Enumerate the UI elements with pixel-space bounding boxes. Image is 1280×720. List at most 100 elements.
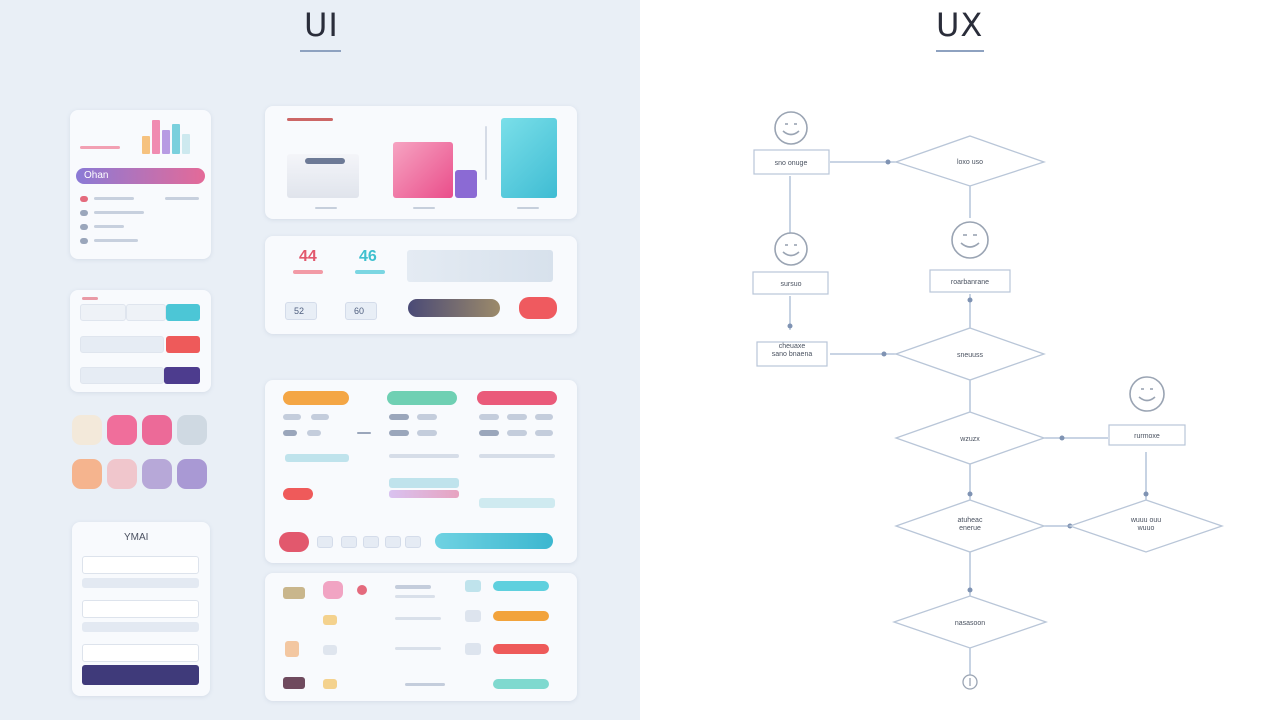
chart-bar	[152, 120, 160, 154]
node-label: nasasoon	[955, 620, 985, 627]
gradient-button-label: Ohan	[84, 170, 109, 181]
list-bar-teal	[493, 581, 549, 591]
cell	[389, 430, 409, 436]
column-header-orange[interactable]	[283, 391, 349, 405]
login-field[interactable]	[82, 556, 199, 574]
cell	[283, 414, 301, 420]
small-red-button[interactable]	[283, 488, 313, 500]
connector-dot	[967, 587, 973, 593]
chart-bar	[182, 134, 190, 154]
submit-button[interactable]	[166, 336, 200, 353]
connector-dot	[1059, 435, 1065, 441]
stat-chip-label: 52	[294, 306, 305, 316]
submit-button[interactable]	[164, 367, 200, 384]
list-thumb	[283, 587, 305, 599]
pager-button[interactable]	[405, 536, 421, 548]
login-button[interactable]	[82, 665, 199, 685]
pager-button[interactable]	[363, 536, 379, 548]
list-bar-red	[493, 644, 549, 654]
decision-diamond	[894, 327, 1046, 381]
kpi-value-red: 44	[299, 248, 317, 265]
decision-diamond	[894, 411, 1046, 465]
list-avatar	[323, 615, 337, 625]
list-thumb	[283, 677, 305, 689]
ui-heading-underline	[300, 50, 341, 52]
cell	[357, 432, 371, 434]
node-label: wzuzx	[959, 436, 980, 443]
list-text	[94, 197, 134, 200]
list-check[interactable]	[465, 643, 481, 655]
ui-card-login: YMAI	[72, 522, 210, 696]
footer-line	[517, 207, 539, 209]
ui-card-list	[265, 573, 577, 701]
list-check[interactable]	[465, 610, 481, 622]
pager-button[interactable]	[317, 536, 333, 548]
login-field[interactable]	[82, 644, 199, 662]
decision-diamond	[1067, 499, 1225, 553]
column-header-pink[interactable]	[477, 391, 557, 405]
pager-active[interactable]	[279, 532, 309, 552]
progress-row	[285, 454, 349, 462]
cell	[507, 430, 527, 436]
user-smiley-icon	[1129, 376, 1165, 412]
list-icon	[80, 224, 88, 230]
cell	[417, 414, 437, 420]
app-icon[interactable]	[72, 459, 102, 489]
text-input[interactable]	[80, 336, 164, 353]
user-smiley-icon	[774, 232, 808, 266]
cell	[507, 414, 527, 420]
ui-card-chart: Ohan	[70, 110, 211, 259]
connector-dot	[881, 351, 887, 357]
list-bar-mint	[493, 679, 549, 689]
stat-chip[interactable]: 60	[345, 302, 377, 320]
user-smiley-icon	[774, 111, 808, 145]
app-icon[interactable]	[177, 459, 207, 489]
login-field[interactable]	[82, 600, 199, 618]
divider	[485, 126, 487, 180]
node-label: sursuo	[780, 281, 801, 288]
footer-line	[413, 207, 435, 209]
cell	[417, 430, 437, 436]
segment-option[interactable]	[126, 304, 166, 321]
ui-card-inputs	[70, 290, 211, 392]
list-thumb	[285, 641, 299, 657]
list-check[interactable]	[465, 580, 481, 592]
text-input[interactable]	[80, 367, 164, 384]
app-icon[interactable]	[72, 415, 102, 445]
flow-box	[753, 149, 830, 175]
cell	[283, 430, 297, 436]
gradient-button[interactable]: Ohan	[76, 168, 205, 184]
app-icon[interactable]	[107, 415, 137, 445]
list-dot	[357, 585, 367, 595]
gradient-pill-button[interactable]	[408, 299, 500, 317]
progress-row	[389, 478, 459, 488]
app-icon[interactable]	[177, 415, 207, 445]
list-text	[94, 225, 124, 228]
kpi-caption	[293, 270, 323, 274]
app-icon[interactable]	[107, 459, 137, 489]
cell	[307, 430, 321, 436]
progress-row	[479, 454, 555, 458]
list-text	[94, 211, 144, 214]
segment-option[interactable]	[80, 304, 126, 321]
cell	[479, 430, 499, 436]
column-header-green[interactable]	[387, 391, 457, 405]
app-icon[interactable]	[142, 415, 172, 445]
field-label	[82, 297, 98, 300]
segment-option-active[interactable]	[166, 304, 200, 321]
list-text	[165, 197, 199, 200]
decision-diamond	[891, 595, 1049, 649]
teal-action-button[interactable]	[435, 533, 553, 549]
pager-button[interactable]	[341, 536, 357, 548]
node-label: sneuuss	[957, 352, 984, 359]
red-pill-button[interactable]	[519, 297, 557, 319]
pager-button[interactable]	[385, 536, 401, 548]
stat-chip[interactable]: 52	[285, 302, 317, 320]
connector-dot	[967, 297, 973, 303]
list-text	[395, 585, 431, 589]
app-icon[interactable]	[142, 459, 172, 489]
list-avatar	[323, 645, 337, 655]
kpi-info-banner	[407, 250, 553, 282]
